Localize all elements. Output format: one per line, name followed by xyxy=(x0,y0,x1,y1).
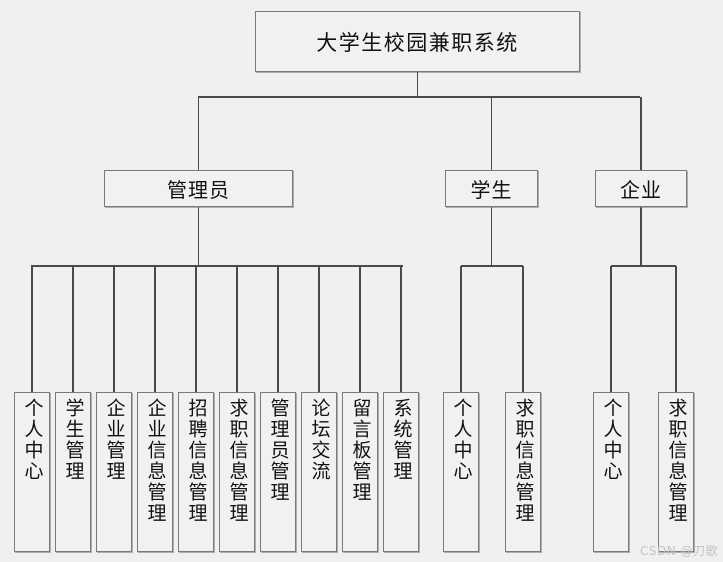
connector-line-vertical xyxy=(277,266,279,392)
connector-line-vertical xyxy=(490,97,493,170)
watermark: CSDN @刀歌 xyxy=(639,544,718,558)
connector-line-vertical xyxy=(72,266,74,392)
connector-line-vertical xyxy=(522,266,524,392)
connector-line-vertical xyxy=(610,266,612,392)
node-leaf-label: 个人中心 xyxy=(21,398,44,482)
connector-line-vertical xyxy=(31,266,33,392)
connector-line-vertical xyxy=(490,207,493,266)
node-root[interactable]: 大学生校园兼职系统 xyxy=(255,11,580,72)
node-leaf-label: 留言板管理 xyxy=(349,398,372,503)
node-leaf-1-1[interactable]: 个人中心 xyxy=(14,392,50,552)
connector-line-vertical xyxy=(154,266,156,392)
connector-line-vertical xyxy=(195,266,197,392)
connector-line-vertical xyxy=(197,97,200,170)
node-leaf-1-9[interactable]: 留言板管理 xyxy=(342,392,378,552)
node-leaf-1-10[interactable]: 系统管理 xyxy=(383,392,419,552)
node-leaf-1-2[interactable]: 学生管理 xyxy=(55,392,91,552)
node-leaf-label: 求职信息管理 xyxy=(226,398,249,524)
node-branch-3[interactable]: 企业 xyxy=(595,170,687,207)
node-leaf-2-2[interactable]: 求职信息管理 xyxy=(505,392,541,552)
node-leaf-1-7[interactable]: 管理员管理 xyxy=(260,392,296,552)
node-leaf-1-3[interactable]: 企业管理 xyxy=(96,392,132,552)
node-leaf-label: 管理员管理 xyxy=(267,398,290,503)
node-leaf-label: 求职信息管理 xyxy=(665,398,688,524)
node-leaf-label: 企业信息管理 xyxy=(144,398,167,524)
node-branch-label: 学生 xyxy=(470,178,513,202)
node-branch-1[interactable]: 管理员 xyxy=(104,170,293,207)
node-leaf-label: 个人中心 xyxy=(450,398,473,482)
connector-line-horizontal xyxy=(198,96,640,98)
node-leaf-1-4[interactable]: 企业信息管理 xyxy=(137,392,173,552)
connector-line-horizontal xyxy=(31,265,403,267)
node-leaf-label: 系统管理 xyxy=(390,398,413,482)
connector-line-vertical xyxy=(640,97,642,170)
node-leaf-1-8[interactable]: 论坛交流 xyxy=(301,392,337,552)
node-leaf-label: 个人中心 xyxy=(600,398,623,482)
connector-line-vertical xyxy=(675,266,677,392)
node-root-label: 大学生校园兼职系统 xyxy=(316,30,519,55)
node-leaf-2-1[interactable]: 个人中心 xyxy=(443,392,479,552)
connector-line-horizontal xyxy=(611,265,676,267)
node-leaf-1-6[interactable]: 求职信息管理 xyxy=(219,392,255,552)
connector-line-vertical xyxy=(416,72,419,97)
connector-line-horizontal xyxy=(461,265,523,267)
node-leaf-label: 企业管理 xyxy=(103,398,126,482)
connector-line-vertical xyxy=(640,207,642,266)
connector-line-vertical xyxy=(400,266,402,392)
connector-line-vertical xyxy=(318,266,320,392)
node-leaf-label: 论坛交流 xyxy=(308,398,331,482)
connector-line-vertical xyxy=(460,266,462,392)
node-branch-label: 管理员 xyxy=(167,178,230,202)
connector-line-vertical xyxy=(359,266,361,392)
connector-line-vertical xyxy=(113,266,115,392)
node-leaf-3-1[interactable]: 个人中心 xyxy=(593,392,629,552)
node-branch-label: 企业 xyxy=(620,178,662,202)
node-branch-2[interactable]: 学生 xyxy=(445,170,538,207)
node-leaf-1-5[interactable]: 招聘信息管理 xyxy=(178,392,214,552)
connector-line-vertical xyxy=(236,266,238,392)
node-leaf-label: 学生管理 xyxy=(62,398,85,482)
node-leaf-3-2[interactable]: 求职信息管理 xyxy=(658,392,694,552)
node-leaf-label: 招聘信息管理 xyxy=(185,398,208,524)
node-leaf-label: 求职信息管理 xyxy=(512,398,535,524)
connector-line-vertical xyxy=(197,207,200,266)
